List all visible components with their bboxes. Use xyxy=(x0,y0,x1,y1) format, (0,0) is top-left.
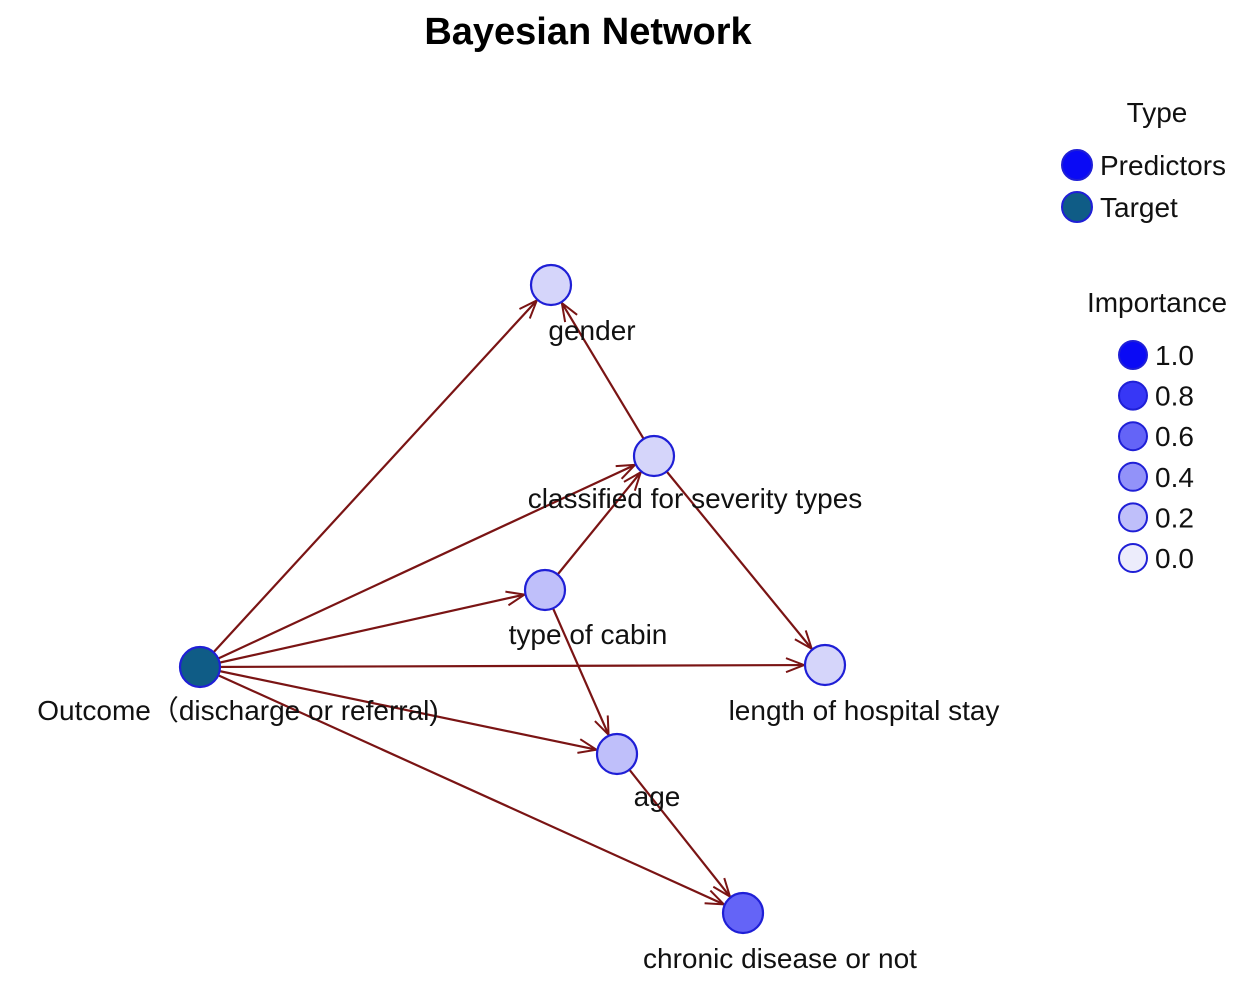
nodes-layer: Outcome（discharge or referral) gender clas… xyxy=(37,263,1000,974)
legend-importance-swatch xyxy=(1118,502,1148,533)
legend-type-label-predictor: Predictors xyxy=(1100,150,1226,181)
node-circle-severity xyxy=(632,434,676,478)
edge-age-to-chronic xyxy=(616,753,730,897)
node-label-gender: gender xyxy=(548,315,635,346)
legend-importance-swatch xyxy=(1118,461,1148,492)
edge-outcome-to-age xyxy=(199,665,596,750)
legend-type-swatch-predictor xyxy=(1061,149,1093,181)
node-circle-outcome xyxy=(178,645,222,689)
node-label-outcome: Outcome（discharge or referral) xyxy=(37,695,438,726)
legend-importance-label: 0.2 xyxy=(1155,502,1194,533)
node-label-age: age xyxy=(634,781,681,812)
node-circle-gender xyxy=(529,263,573,307)
node-label-severity: classified for severity types xyxy=(528,483,863,514)
legend-importance-label: 0.0 xyxy=(1155,543,1194,574)
legend-importance-swatch xyxy=(1118,543,1148,573)
legend-importance-label: 0.8 xyxy=(1155,381,1194,412)
legend-type-title: Type xyxy=(1127,97,1188,128)
edge-severity-to-gender xyxy=(562,303,655,457)
edge-outcome-to-stay xyxy=(199,665,804,667)
legend-type-label-target: Target xyxy=(1100,192,1178,223)
edge-cabin-to-age xyxy=(543,589,609,735)
node-outcome: Outcome（discharge or referral) xyxy=(37,645,439,726)
diagram-title: Bayesian Network xyxy=(424,11,752,53)
node-age: age xyxy=(595,732,681,812)
edge-outcome-to-gender xyxy=(199,300,537,668)
node-label-cabin: type of cabin xyxy=(509,619,668,650)
node-label-stay: length of hospital stay xyxy=(729,695,1000,726)
edge-severity-to-stay xyxy=(653,455,812,649)
legend-importance-items: 1.0 0.8 0.6 0.4 0.2 0.0 xyxy=(1118,340,1194,574)
legend-importance-swatch xyxy=(1118,380,1148,411)
node-stay: length of hospital stay xyxy=(729,643,1000,726)
node-chronic: chronic disease or not xyxy=(643,891,917,974)
node-cabin: type of cabin xyxy=(509,568,668,650)
node-circle-stay xyxy=(803,643,847,687)
edges-layer xyxy=(199,300,812,904)
edge-outcome-to-cabin xyxy=(199,595,525,669)
node-circle-age xyxy=(595,732,639,776)
node-label-chronic: chronic disease or not xyxy=(643,943,917,974)
legend-importance-swatch xyxy=(1118,340,1148,370)
node-severity: classified for severity types xyxy=(528,434,863,514)
legend-importance-label: 0.6 xyxy=(1155,421,1194,452)
legend-importance-swatch xyxy=(1118,421,1148,452)
edge-outcome-to-chronic xyxy=(199,665,724,904)
legend-importance-title: Importance xyxy=(1087,287,1227,318)
node-circle-chronic xyxy=(721,891,765,935)
node-gender: gender xyxy=(529,263,636,346)
legend-importance-label: 0.4 xyxy=(1155,462,1194,493)
legend-type-swatch-target xyxy=(1061,191,1093,223)
legend-importance-label: 1.0 xyxy=(1155,340,1194,371)
edge-outcome-to-severity xyxy=(199,465,635,668)
node-circle-cabin xyxy=(523,568,567,612)
edge-cabin-to-severity xyxy=(544,472,641,591)
